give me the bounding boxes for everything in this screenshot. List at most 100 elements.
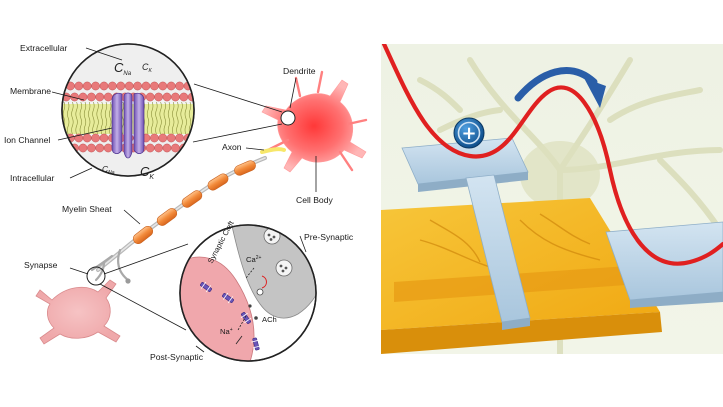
ion-channel <box>111 92 145 159</box>
ion-channel-label: Ion Channel <box>4 135 50 145</box>
post-synaptic-label: Post-Synaptic <box>150 352 204 362</box>
lipid-head <box>103 92 113 102</box>
lipid-tail <box>172 101 175 135</box>
intracellular-label: Intracellular <box>10 173 55 183</box>
left-electrode <box>401 137 531 330</box>
c-k-bottom-sub: K <box>149 174 154 181</box>
ach-label: ACh <box>262 315 277 324</box>
ion-flow-arrows <box>235 267 267 345</box>
na-ion-base: Na <box>220 327 230 336</box>
lipid-tail <box>75 101 78 135</box>
lipid-head <box>133 81 142 91</box>
lipid-tail <box>155 101 158 135</box>
synapse-marker <box>86 266 106 286</box>
lipid-head <box>87 92 96 102</box>
neuron-diagram: CNa CK CNa CK <box>4 43 368 362</box>
lipid-tail <box>83 101 87 135</box>
c-na-top-sub: Na <box>123 71 131 77</box>
lipid-head <box>150 133 159 143</box>
lipid-head <box>108 81 117 91</box>
lipid-head <box>166 133 176 143</box>
cell-body <box>261 79 367 173</box>
lipid-head <box>95 143 105 153</box>
lipid-tail <box>167 101 171 135</box>
lipid-head <box>145 143 155 153</box>
svg-text:Na+: Na+ <box>220 327 233 336</box>
postsynaptic-neuron <box>35 279 121 345</box>
lipid-tail <box>104 101 108 135</box>
lipid-tail <box>176 101 179 135</box>
c-k-bottom-base: C <box>140 164 150 179</box>
lipid-head <box>150 81 159 91</box>
lipid-head <box>82 81 92 91</box>
svg-text:CNa: CNa <box>102 164 115 176</box>
lipid-head <box>103 143 113 153</box>
lipid-head <box>91 133 100 143</box>
lipid-tail <box>146 101 150 135</box>
lipid-head <box>154 92 163 102</box>
lipid-tail <box>188 101 192 135</box>
lipid-head <box>162 143 172 153</box>
membrane-label: Membrane <box>10 86 51 96</box>
c-na-bottom-sub: Na <box>108 170 115 176</box>
dendrite-marker <box>280 110 296 126</box>
lipid-tail <box>100 101 103 135</box>
dendrite-label: Dendrite <box>283 66 316 76</box>
blue-arrow <box>514 67 598 102</box>
lipid-head <box>74 81 84 91</box>
lipid-tail <box>184 101 187 135</box>
receptors <box>200 281 261 351</box>
lipid-head <box>99 133 109 143</box>
lipid-tail <box>159 101 162 135</box>
na-ion-sup: + <box>230 327 233 333</box>
lipid-head <box>91 81 100 91</box>
lipid-head <box>166 81 176 91</box>
ca-ion-sup: 2+ <box>256 255 262 261</box>
lipid-head <box>62 133 67 143</box>
c-k-top-sub: K <box>149 68 153 74</box>
lipid-tail <box>67 101 70 135</box>
lipid-head <box>78 143 88 153</box>
positive-charge-ball: + <box>453 117 485 149</box>
lipid-head <box>116 81 126 91</box>
lipid-head <box>171 143 180 153</box>
myelin-sheath-segments <box>132 160 256 244</box>
lipid-head <box>62 143 71 153</box>
svg-text:Ca2+: Ca2+ <box>246 255 261 264</box>
lipid-tail <box>92 101 95 135</box>
lipid-tail <box>71 101 74 135</box>
lipid-head <box>179 92 189 102</box>
svg-text:CK: CK <box>140 164 154 181</box>
lipid-head <box>82 133 92 143</box>
pre-synaptic-label: Pre-Synaptic <box>304 232 354 242</box>
lipid-head <box>87 143 96 153</box>
lipid-tail <box>88 101 91 135</box>
lipid-head <box>145 92 155 102</box>
lipid-head <box>141 81 151 91</box>
lipid-head <box>175 81 184 91</box>
lipid-tail <box>151 101 154 135</box>
lipid-tail <box>180 101 183 135</box>
myelin-sheath-label: Myelin Sheat <box>62 204 112 214</box>
svg-text:CK: CK <box>142 62 153 74</box>
synapse-zoom: Ca2+ ACh Na+ Synaptic Cleft <box>179 219 317 362</box>
red-wave-line <box>381 44 723 266</box>
axon-label: Axon <box>222 142 242 152</box>
lipid-head <box>158 81 168 91</box>
axon-terminal <box>90 248 130 282</box>
ca-ion-base: Ca <box>246 255 256 264</box>
lipid-head <box>171 92 180 102</box>
membrane-zoom: CNa CK CNa CK <box>61 43 195 181</box>
lipid-head <box>99 81 109 91</box>
lipid-head <box>175 133 184 143</box>
synapse-label: Synapse <box>24 260 58 270</box>
c-na-bottom-base: C <box>102 164 109 174</box>
lipid-head <box>154 143 163 153</box>
lipid-head <box>95 92 105 102</box>
extracellular-label: Extracellular <box>20 43 67 53</box>
lipid-head <box>158 133 168 143</box>
c-na-top-base: C <box>114 60 124 75</box>
svg-text:CNa: CNa <box>114 60 132 77</box>
lipid-head <box>124 81 134 91</box>
